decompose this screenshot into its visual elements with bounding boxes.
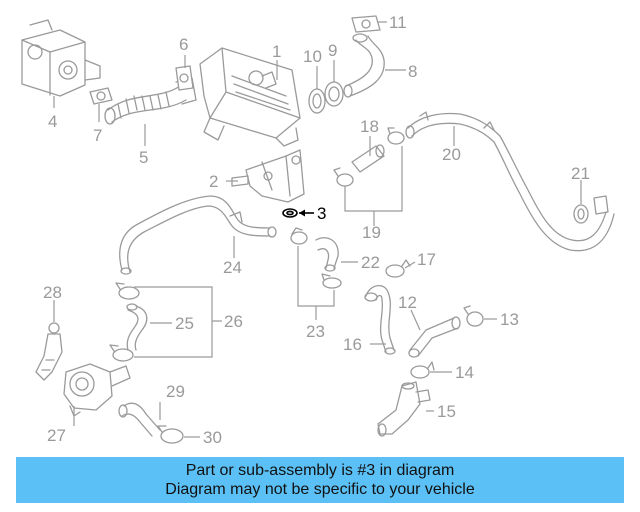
part-16-hose [364,285,396,355]
part-21-seal [573,195,609,224]
callout-14: 14 [455,363,474,382]
part-8-egr-pipe [343,33,385,98]
banner-line-1: Part or sub-assembly is #3 in diagram [185,462,455,479]
callout-13: 13 [500,310,519,329]
part-2-bracket [231,149,305,203]
callout-10: 10 [303,47,322,66]
callout-1: 1 [272,42,281,61]
callout-29: 29 [166,382,185,401]
callout-26: 26 [224,312,243,331]
callout-17: 17 [417,250,436,269]
callout-19: 19 [362,223,381,242]
callout-22: 22 [361,253,380,272]
part-17-clamp [385,259,411,278]
callout-24: 24 [223,258,242,277]
leader-lines [53,21,582,438]
callout-25: 25 [175,314,194,333]
callout-numbers: 1 2 3 4 5 6 7 8 9 10 11 12 13 14 15 16 1… [43,13,590,447]
part-30-clamp [157,425,184,444]
callout-9: 9 [328,41,337,60]
callout-4: 4 [48,112,57,131]
part-12-hose [408,316,461,358]
part-26-clamps [109,282,140,362]
parts-diagram: 1 2 3 4 5 6 7 8 9 10 11 12 13 14 15 16 1… [21,13,615,447]
part-7-gasket [89,87,113,105]
callout-28: 28 [43,283,62,302]
info-banner: Part or sub-assembly is #3 in diagram Di… [16,457,624,503]
callout-6: 6 [179,35,188,54]
callout-27: 27 [47,426,66,445]
callout-21: 21 [571,164,590,183]
part-25-hose [126,303,148,351]
banner-line-2: Diagram may not be specific to your vehi… [165,481,475,498]
part-4-egr-valve [21,19,101,97]
part-9-seal [324,81,344,107]
part-10-clamp [308,88,326,114]
callout-3: 3 [317,204,326,223]
part-11-gasket [351,15,381,33]
callout-2: 2 [209,172,218,191]
part-22-hose [315,237,339,272]
part-20-pipe [405,111,615,252]
part-18-hose [351,144,385,173]
callout-30: 30 [203,428,222,447]
callout-15: 15 [437,402,456,421]
callout-11: 11 [389,13,407,32]
callout-16: 16 [343,335,362,354]
callout-8: 8 [408,62,417,81]
callout-20: 20 [442,145,461,164]
part-23-clamp [290,227,342,289]
callout-18: 18 [360,117,379,136]
callout-12: 12 [398,293,417,312]
part-1-egr-cooler [199,47,301,147]
part-14-clamp [410,361,435,379]
part-24-coolant-pipe [119,195,277,275]
part-28-bracket [35,322,63,381]
part-13-clamp [463,305,484,327]
callout-7: 7 [93,126,102,145]
part-15-fitting [377,381,431,437]
callout-5: 5 [139,148,148,167]
part-3-washer [282,208,314,218]
part-29-hose [118,402,161,437]
part-27-pump [63,363,131,417]
callout-23: 23 [306,322,325,341]
part-6-gasket [175,65,194,91]
